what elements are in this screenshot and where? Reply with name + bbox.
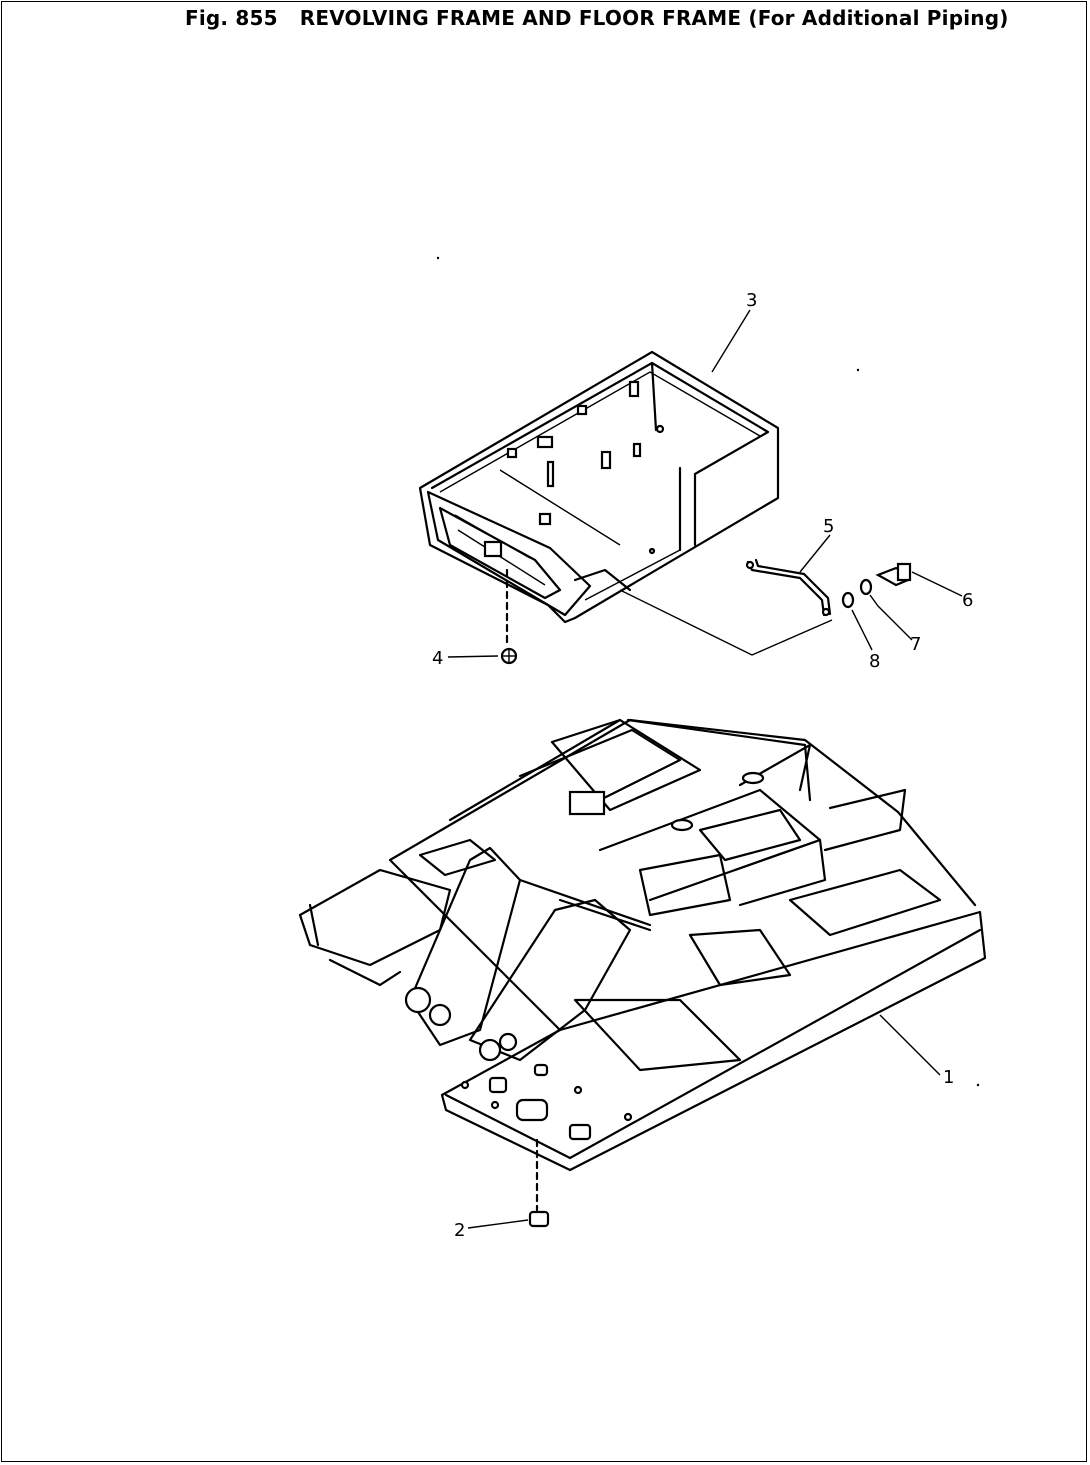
bolt-drawing xyxy=(875,562,912,587)
figure-title: Fig. 855 REVOLVING FRAME AND FLOOR FRAME … xyxy=(185,6,1090,30)
revolving-frame-drawing xyxy=(298,718,987,1212)
figure-number: Fig. 855 xyxy=(185,6,278,30)
nut-drawing xyxy=(500,647,518,665)
callout-1: 1 xyxy=(943,1067,954,1088)
callout-8: 8 xyxy=(869,651,880,672)
pipe-clamp-drawing xyxy=(745,558,832,617)
spring-washer-drawing xyxy=(859,578,873,596)
scan-specks xyxy=(436,256,980,1087)
washer-drawing xyxy=(841,591,855,609)
callout-2: 2 xyxy=(454,1220,465,1241)
floor-frame-drawing xyxy=(418,350,833,656)
callout-leaders xyxy=(447,309,963,1229)
callout-3: 3 xyxy=(746,290,757,311)
callout-6: 6 xyxy=(962,590,973,611)
callout-4: 4 xyxy=(432,648,443,669)
callout-5: 5 xyxy=(823,516,834,537)
figure-caption: REVOLVING FRAME AND FLOOR FRAME (For Add… xyxy=(299,6,1009,30)
callout-labels: 3 5 6 7 8 4 1 2 xyxy=(432,290,973,1241)
lower-fitting-drawing xyxy=(528,1210,550,1228)
callout-7: 7 xyxy=(910,634,921,655)
